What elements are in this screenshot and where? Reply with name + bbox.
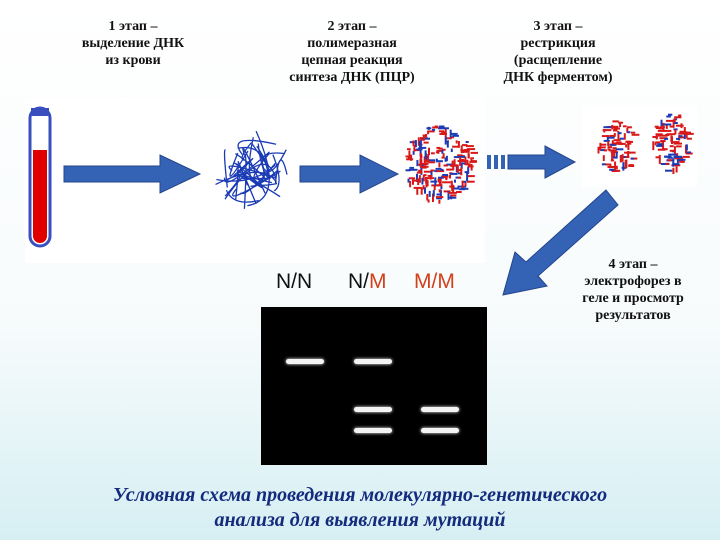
gel-band: [354, 359, 392, 364]
dna-strand: [237, 139, 277, 155]
dna-fragment-right-icon: [652, 113, 694, 174]
genotype-normal-label: N/N: [276, 270, 313, 293]
dna-strand: [235, 163, 239, 200]
dna-strand: [235, 153, 266, 179]
amplified-dna-icon: [405, 125, 478, 204]
stage-2-line: полимеразная: [307, 36, 397, 51]
dna-fragment-left-icon: [597, 120, 640, 172]
stage-1-label: 1 этап – выделение ДНК из крови: [58, 18, 208, 69]
stage-3-line: (расщепление: [513, 53, 603, 68]
dna-strand: [228, 165, 277, 179]
stage-4-line: 4 этап –: [608, 257, 658, 272]
stage-3-label: 3 этап – рестрикция (расщепление ДНК фер…: [478, 18, 638, 86]
caption-line: анализа для выявления мутаций: [214, 509, 506, 531]
stage-4-line: геле и просмотр: [582, 291, 684, 306]
stage-2-line: 2 этап –: [327, 19, 377, 34]
electrophoresis-gel: [261, 307, 487, 465]
dna-strand: [257, 143, 287, 173]
genotype-mutant-label: M/M: [414, 270, 455, 293]
gel-band: [421, 407, 459, 412]
dna-strand: [248, 137, 278, 183]
stage-1-line: 1 этап –: [108, 19, 158, 34]
dna-strand: [224, 163, 277, 200]
stage-3-line: ДНК ферментом): [503, 70, 613, 85]
dna-strand: [242, 147, 266, 194]
stage-4-label: 4 этап – электрофорез в геле и просмотр …: [563, 256, 703, 324]
dna-strand: [247, 130, 270, 207]
stage-2-label: 2 этап – полимеразная цепная реакция син…: [262, 18, 442, 86]
genotype-heterozygous-label: N/M: [348, 270, 387, 293]
stage-4-line: результатов: [595, 308, 671, 323]
stage-4-line: электрофорез в: [584, 274, 682, 289]
dna-strand: [233, 157, 254, 178]
arrow-2-icon: [299, 154, 400, 194]
stage-2-line: синтеза ДНК (ПЦР): [289, 70, 415, 85]
dna-strand: [229, 150, 249, 177]
arrow-1-icon: [63, 154, 202, 194]
stage-1-line: выделение ДНК: [81, 36, 185, 51]
dna-strand: [272, 154, 280, 192]
stage-2-line: цепная реакция: [301, 53, 403, 68]
gel-band: [286, 359, 324, 364]
dna-tangle-icon: [215, 130, 288, 209]
arrow-3-icon: [487, 145, 577, 179]
arrow-4-icon: [502, 189, 619, 296]
gel-band: [421, 428, 459, 433]
stage-3-line: рестрикция: [520, 36, 596, 51]
stage-1-line: из крови: [105, 53, 161, 68]
caption-line: Условная схема проведения молекулярно-ге…: [112, 484, 608, 506]
gel-band: [354, 407, 392, 412]
gel-band: [354, 428, 392, 433]
stage-3-line: 3 этап –: [533, 19, 583, 34]
test-tube-icon: [28, 106, 52, 248]
diagram-caption: Условная схема проведения молекулярно-ге…: [30, 483, 690, 533]
